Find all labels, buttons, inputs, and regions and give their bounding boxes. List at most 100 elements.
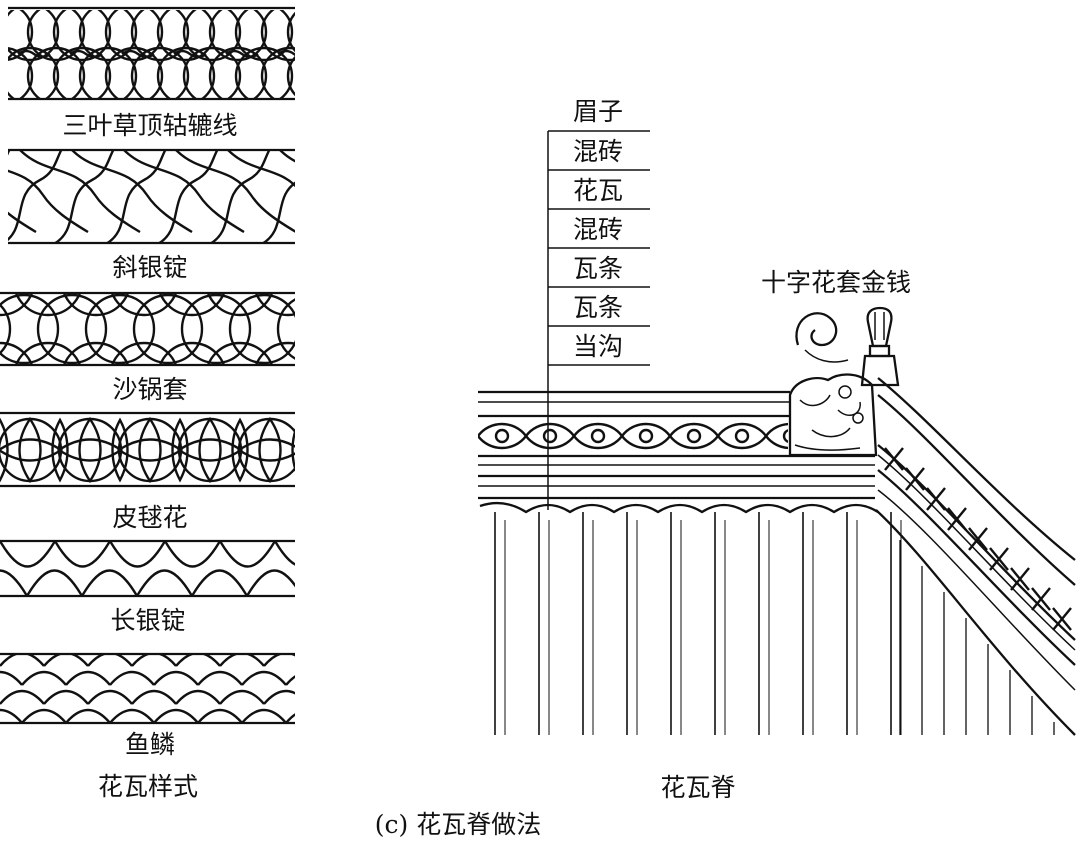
s-curve-mark <box>19 151 141 234</box>
petal-mark <box>138 416 162 484</box>
lozenge-mark <box>668 422 720 450</box>
ornament-label: 十字花套金钱 <box>761 268 912 297</box>
arc-mark <box>136 569 193 595</box>
wave-mark <box>225 49 259 59</box>
scale-mark <box>109 708 155 722</box>
ring-mark <box>52 46 112 98</box>
s-curve-mark <box>104 151 167 243</box>
scale-mark <box>263 689 295 705</box>
scale-mark <box>330 672 374 685</box>
s-curve-mark <box>175 151 295 233</box>
petal-mark <box>111 417 129 483</box>
lozenge-mark <box>524 422 576 450</box>
arc-mark <box>246 569 295 595</box>
scale-mark <box>241 708 287 722</box>
ridge-caption: 花瓦脊 <box>660 773 736 802</box>
pattern-label-xieyinding: 斜银锭 <box>112 253 188 282</box>
lozenge-mark <box>764 423 788 449</box>
scale-mark <box>175 689 221 705</box>
ring-mark <box>590 428 606 444</box>
s-curve-mark <box>364 140 434 245</box>
ring-mark <box>26 46 86 98</box>
ring-mark <box>132 294 204 365</box>
ring-mark <box>0 48 6 104</box>
ring-mark <box>207 294 273 317</box>
ring-mark <box>208 46 268 98</box>
scale-mark <box>175 655 221 667</box>
lattice-mark <box>905 467 925 491</box>
arc-mark <box>357 571 412 597</box>
ring-mark <box>350 247 418 315</box>
ring-mark <box>36 294 108 365</box>
scale-mark <box>87 689 133 705</box>
pattern-changyinding <box>0 539 412 598</box>
s-curve-mark <box>208 151 271 243</box>
lozenge-mark <box>572 422 624 450</box>
ring-mark <box>156 10 216 62</box>
ring-mark <box>8 10 60 62</box>
scale-mark <box>65 708 111 722</box>
scale-mark <box>153 670 199 686</box>
scale-mark <box>219 689 265 705</box>
scale-mark <box>219 655 265 667</box>
pattern-sanye <box>0 6 396 104</box>
ring-mark <box>314 48 370 104</box>
s-curve-mark <box>384 150 504 232</box>
ring-mark <box>255 294 295 317</box>
ring-mark <box>52 10 112 62</box>
arc-mark <box>274 542 295 566</box>
arc-mark <box>302 571 357 597</box>
ring-mark <box>254 341 295 365</box>
arc-mark <box>0 542 56 568</box>
wave-mark <box>121 49 155 59</box>
s-curve-mark <box>123 151 245 234</box>
scale-mark <box>21 670 67 686</box>
ring-mark <box>782 429 788 443</box>
ring-mark <box>234 10 294 62</box>
wave-mark <box>277 49 295 57</box>
ridge-layers <box>478 390 875 500</box>
ring-mark <box>8 47 34 98</box>
petal-mark <box>51 417 69 483</box>
s-curve-mark <box>8 151 63 242</box>
scale-mark <box>197 708 243 722</box>
scale-mark <box>0 689 45 705</box>
scale-mark <box>330 710 374 723</box>
ring-mark <box>0 341 34 365</box>
s-curve-mark <box>52 151 115 243</box>
scale-mark <box>65 670 111 686</box>
petal-mark <box>18 416 42 484</box>
scale-mark <box>21 708 67 722</box>
arc-mark <box>0 569 28 595</box>
ring-mark <box>62 341 130 365</box>
lattice-mark <box>968 527 988 551</box>
ring-mark <box>208 10 268 62</box>
ridge-layer-huawa: 花瓦 <box>573 176 624 205</box>
wave-mark <box>330 51 362 57</box>
scale-mark <box>43 655 89 667</box>
ring-mark <box>542 428 558 444</box>
s-curve-mark <box>227 151 295 188</box>
ring-mark <box>84 294 156 365</box>
ring-mark <box>63 294 129 317</box>
ring-mark <box>15 294 81 317</box>
wave-mark <box>69 49 103 59</box>
ridge-layer-danggou: 当沟 <box>573 332 624 361</box>
scale-mark <box>131 655 177 667</box>
lozenge-mark <box>620 422 672 450</box>
ring-mark <box>340 48 396 104</box>
ring-mark <box>228 294 295 365</box>
ornament-finial <box>860 306 900 387</box>
scale-mark <box>308 653 352 666</box>
pattern-label-changyinding: 长银锭 <box>110 606 186 635</box>
arc-mark <box>54 542 111 568</box>
pattern-yulin <box>0 652 374 725</box>
s-curve-mark <box>332 150 452 232</box>
scale-mark <box>109 670 155 686</box>
scale-mark <box>0 670 23 686</box>
sloping-ridge-pattern <box>884 447 1072 631</box>
ring-mark <box>302 343 370 411</box>
ring-mark <box>260 10 295 62</box>
ring-mark <box>206 341 274 365</box>
s-curve-mark <box>8 211 37 234</box>
